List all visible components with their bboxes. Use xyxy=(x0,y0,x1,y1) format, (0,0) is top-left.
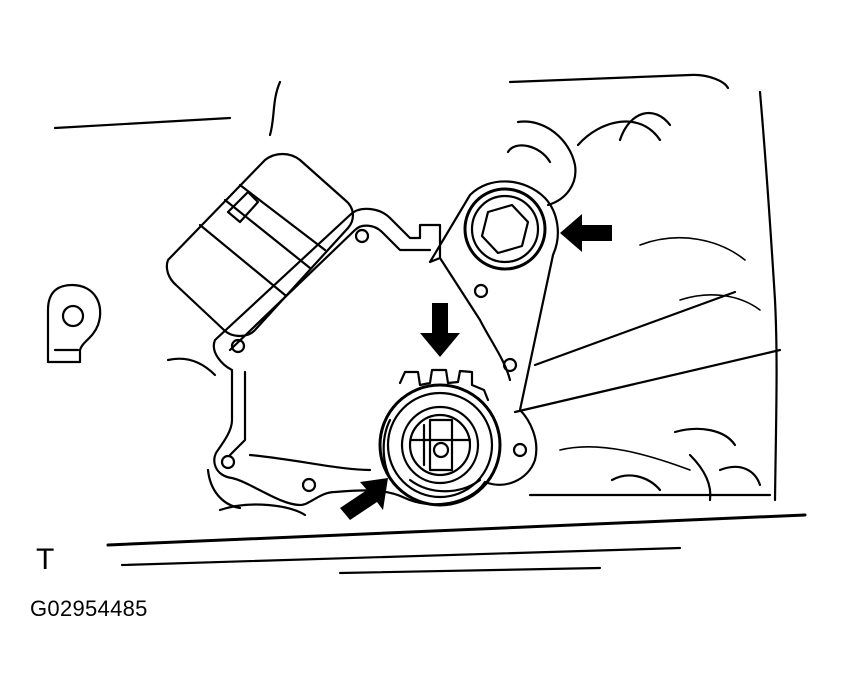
callout-arrows xyxy=(340,214,612,520)
base-lines xyxy=(106,513,807,575)
bolt-upper-right xyxy=(463,187,547,271)
view-letter: T xyxy=(36,543,55,576)
connector-housing xyxy=(165,152,354,338)
left-bracket xyxy=(46,283,102,364)
switch-mounting-plate xyxy=(212,180,559,507)
arrow-up-to-switch-lower-left xyxy=(340,478,388,520)
figure-code: G02954485 xyxy=(30,596,148,621)
arrow-to-bolt-right xyxy=(560,214,612,252)
transmission-case-outline xyxy=(53,73,782,517)
arrow-down-to-switch xyxy=(420,303,460,357)
manual-valve-shaft-nut xyxy=(378,368,502,507)
